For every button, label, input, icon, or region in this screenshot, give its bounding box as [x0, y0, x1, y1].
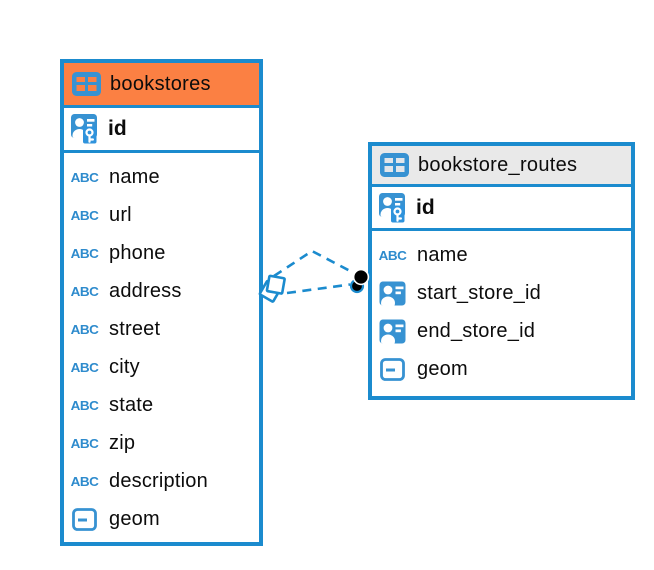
column-row[interactable]: ABC description: [69, 462, 254, 500]
column-name: address: [109, 279, 182, 302]
table-icon: [72, 72, 101, 96]
column-row[interactable]: ABC phone: [69, 234, 254, 272]
column-row[interactable]: geom: [377, 350, 626, 388]
object-icon: [377, 357, 408, 381]
column-row[interactable]: ABC state: [69, 386, 254, 424]
table-bookstores[interactable]: bookstores id: [60, 59, 263, 546]
text-abc-icon: ABC: [70, 473, 99, 489]
person-key-icon: [69, 113, 100, 145]
text-abc-icon: ABC: [70, 169, 99, 185]
column-name: description: [109, 469, 208, 492]
column-name: end_store_id: [417, 319, 536, 342]
text-abc-icon: ABC: [70, 397, 99, 413]
column-list: ABC name start_store_id: [372, 231, 631, 388]
column-name: start_store_id: [417, 281, 541, 304]
pk-row[interactable]: id: [64, 108, 259, 153]
column-name: name: [109, 165, 160, 188]
column-row[interactable]: ABC name: [377, 236, 626, 274]
column-name: zip: [109, 431, 136, 454]
column-name: geom: [417, 357, 468, 380]
table-title: bookstore_routes: [418, 153, 578, 176]
column-name: state: [109, 393, 154, 416]
text-abc-icon: ABC: [378, 247, 407, 263]
column-name: phone: [109, 241, 166, 264]
pk-column-name: id: [416, 195, 435, 219]
table-icon: [380, 153, 409, 177]
one-end-dot-marker: [349, 268, 370, 294]
column-row[interactable]: ABC street: [69, 310, 254, 348]
relationship-edge-arc[interactable]: [273, 249, 353, 278]
text-abc-icon: ABC: [70, 359, 99, 375]
text-abc-icon: ABC: [70, 283, 99, 299]
table-bookstore-routes[interactable]: bookstore_routes id: [368, 142, 635, 400]
column-name: url: [109, 203, 132, 226]
pk-row[interactable]: id: [372, 187, 631, 231]
column-row[interactable]: start_store_id: [377, 274, 626, 312]
text-abc-icon: ABC: [70, 435, 99, 451]
object-icon: [69, 507, 100, 531]
column-row[interactable]: end_store_id: [377, 312, 626, 350]
table-header-bookstore-routes[interactable]: bookstore_routes: [372, 146, 631, 187]
many-end-diamond-marker: [258, 274, 286, 303]
relationship-edge-straight[interactable]: [286, 283, 351, 295]
column-name: city: [109, 355, 140, 378]
column-row[interactable]: ABC city: [69, 348, 254, 386]
text-abc-icon: ABC: [70, 321, 99, 337]
column-row[interactable]: ABC name: [69, 158, 254, 196]
text-abc-icon: ABC: [70, 207, 99, 223]
table-title: bookstores: [110, 72, 211, 95]
column-row[interactable]: ABC zip: [69, 424, 254, 462]
column-row[interactable]: geom: [69, 500, 254, 538]
column-name: street: [109, 317, 161, 340]
column-name: name: [417, 243, 468, 266]
column-list: ABC name ABC url ABC phone ABC address ABC st…: [64, 153, 259, 538]
column-row[interactable]: ABC url: [69, 196, 254, 234]
column-name: geom: [109, 507, 160, 530]
pk-column-name: id: [108, 117, 127, 140]
column-row[interactable]: ABC address: [69, 272, 254, 310]
person-ref-icon: [377, 281, 408, 306]
edge-line: [273, 249, 353, 278]
edge-line: [286, 283, 351, 295]
person-ref-icon: [377, 319, 408, 344]
person-key-icon: [377, 192, 408, 224]
table-header-bookstores[interactable]: bookstores: [64, 63, 259, 108]
text-abc-icon: ABC: [70, 245, 99, 261]
